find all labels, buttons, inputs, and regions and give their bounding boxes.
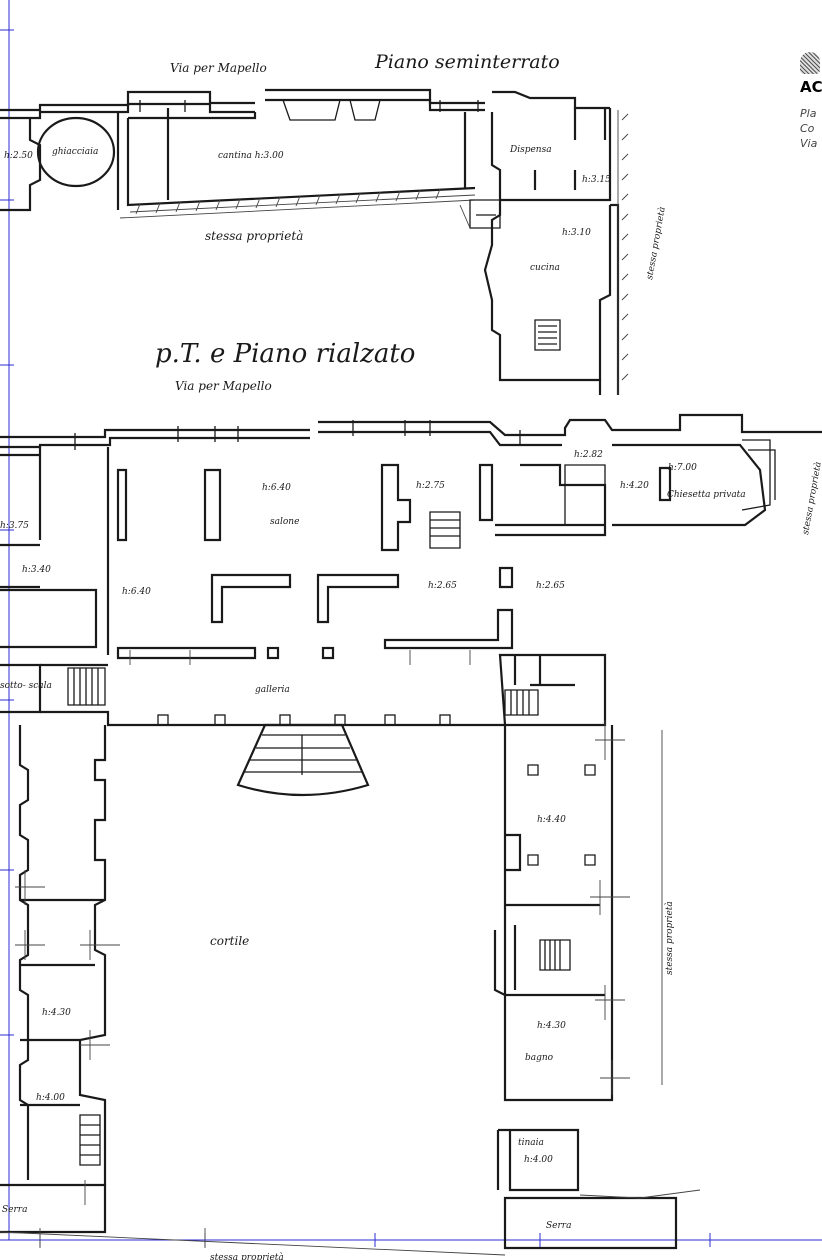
height-label: h:2.65 xyxy=(536,581,565,591)
basement-street-label: Via per Mapello xyxy=(170,61,267,75)
title-block-line: Via xyxy=(800,137,818,150)
height-label: h:3.10 xyxy=(562,228,591,238)
title-block-line: Pla xyxy=(800,107,817,120)
stessa-proprieta-label: stessa proprietà xyxy=(800,461,822,536)
height-label: h:3.75 xyxy=(0,521,29,531)
height-label: h:2.75 xyxy=(416,481,445,491)
stessa-proprieta-label: stessa proprietà xyxy=(664,901,675,975)
room-label: Chiesetta privata xyxy=(667,490,746,500)
room-label: ghiacciaia xyxy=(52,147,98,157)
height-label: h:4.00 xyxy=(36,1093,65,1103)
title-block-text: Pla Co Via xyxy=(800,106,822,151)
height-label: h:2.82 xyxy=(574,450,603,460)
room-label: Dispensa xyxy=(509,145,552,155)
room-label: cucina xyxy=(530,263,560,273)
room-label: tinaia xyxy=(518,1138,544,1148)
room-label: Serra xyxy=(546,1221,571,1231)
room-label: cantina h:3.00 xyxy=(218,151,284,161)
height-label: h:7.00 xyxy=(668,463,697,473)
basement-plan xyxy=(0,88,629,395)
stessa-proprieta-label: stessa proprietà xyxy=(644,206,668,281)
height-label: h:4.40 xyxy=(537,815,566,825)
basement-title: Piano seminterrato xyxy=(374,51,560,73)
height-label: h:6.40 xyxy=(262,483,291,493)
stessa-proprieta-label: stessa proprietà xyxy=(205,229,303,243)
text-labels: Via per Mapello Piano seminterrato stess… xyxy=(0,51,822,1260)
title-block: AC Pla Co Via xyxy=(800,52,822,151)
room-label: bagno xyxy=(525,1053,554,1063)
room-label: galleria xyxy=(255,685,290,695)
room-label: Serra xyxy=(2,1205,27,1215)
height-label: h:4.30 xyxy=(537,1021,566,1031)
stessa-proprieta-label: stessa proprietà xyxy=(210,1252,284,1260)
ground-street-label: Via per Mapello xyxy=(175,379,272,393)
ground-floor-title: p.T. e Piano rialzato xyxy=(155,339,415,369)
ground-floor-plan xyxy=(0,413,822,1256)
height-label: h:2.65 xyxy=(428,581,457,591)
height-label: h:4.00 xyxy=(524,1155,553,1165)
height-label: h:4.20 xyxy=(620,481,649,491)
title-block-line: Co xyxy=(800,122,815,135)
height-label: h:4.30 xyxy=(42,1008,71,1018)
room-label: salone xyxy=(270,517,299,527)
height-label: h:2.50 xyxy=(4,151,33,161)
height-label: h:3.40 xyxy=(22,565,51,575)
height-label: h:6.40 xyxy=(122,587,151,597)
title-block-brand: AC xyxy=(800,78,822,96)
room-label: sotto- scala xyxy=(0,681,52,691)
emblem-icon xyxy=(800,52,820,74)
courtyard-label: cortile xyxy=(210,934,249,948)
height-label: h:3.15 xyxy=(582,175,611,185)
